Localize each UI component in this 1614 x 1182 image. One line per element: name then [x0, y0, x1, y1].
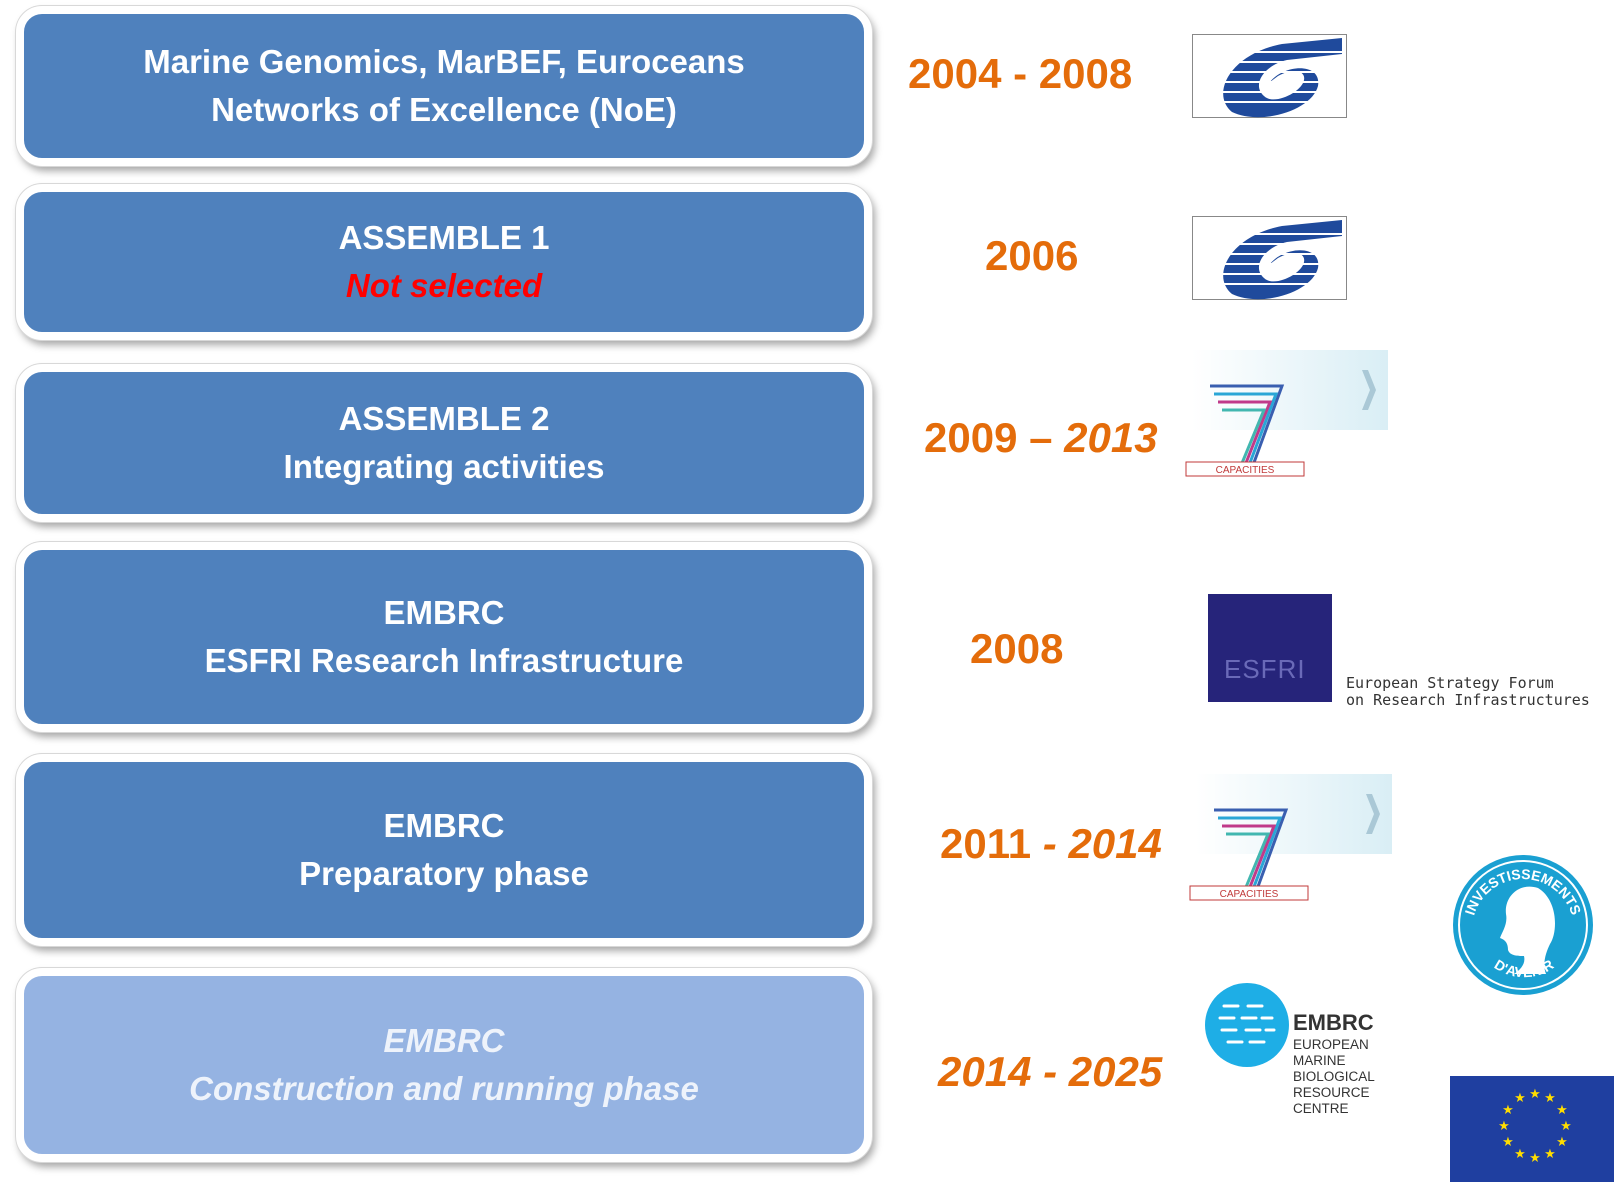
year-assemble2-end: 2013	[1064, 414, 1158, 461]
esfri-caption: European Strategy Forum on Research Infr…	[1346, 675, 1590, 709]
year-assemble2: 2009 – 2013	[924, 414, 1158, 462]
fp6-logo-icon	[1192, 34, 1347, 118]
year-preparatory: 2011 - 2014	[940, 820, 1162, 868]
stage-assemble2-line2: Integrating activities	[283, 448, 605, 485]
stage-embrc-construction: EMBRC Construction and running phase	[16, 968, 872, 1162]
year-assemble2-start: 2009 –	[924, 414, 1065, 461]
stage-assemble1-status: Not selected	[345, 267, 543, 304]
year-assemble1: 2006	[985, 232, 1078, 280]
stage-embrc-esfri-line1: EMBRC	[383, 594, 505, 631]
svg-text:★: ★	[1514, 1091, 1526, 1106]
fp7-caption: CAPACITIES	[1220, 889, 1279, 900]
esfri-logo-icon: ESFRI	[1208, 594, 1332, 702]
svg-text:★: ★	[1502, 1135, 1514, 1150]
svg-text:★: ★	[1502, 1103, 1514, 1118]
embrc-sub-line: CENTRE	[1293, 1101, 1349, 1116]
year-preparatory-end: - 2014	[1042, 820, 1162, 867]
embrc-sub-line: EUROPEAN	[1293, 1037, 1369, 1052]
year-esfri-text: 2008	[970, 625, 1064, 672]
svg-text:★: ★	[1529, 1151, 1541, 1166]
year-preparatory-start: 2011	[940, 820, 1043, 867]
esfri-caption-line1: European Strategy Forum	[1346, 674, 1554, 692]
embrc-logo-icon	[1205, 983, 1289, 1067]
embrc-sub-line: BIOLOGICAL	[1293, 1069, 1375, 1084]
fp7-capacities-logo-icon: CAPACITIES	[1189, 774, 1392, 901]
stage-embrc-preparatory-line2: Preparatory phase	[299, 855, 589, 892]
stage-embrc-construction-line1: EMBRC	[383, 1022, 505, 1059]
stage-noe: Marine Genomics, MarBEF, Euroceans Netwo…	[16, 6, 872, 166]
year-noe-text: 2004 - 2008	[908, 50, 1133, 97]
year-esfri: 2008	[970, 625, 1063, 673]
svg-text:★: ★	[1529, 1087, 1541, 1102]
svg-text:★: ★	[1498, 1119, 1510, 1134]
esfri-caption-line2: on Research Infrastructures	[1346, 691, 1590, 709]
embrc-sub-line: MARINE	[1293, 1053, 1346, 1068]
fp7-capacities-logo-icon: CAPACITIES	[1185, 350, 1388, 477]
svg-text:★: ★	[1544, 1147, 1556, 1162]
year-assemble1-text: 2006	[985, 232, 1079, 279]
svg-text:★: ★	[1560, 1119, 1572, 1134]
fp7-caption: CAPACITIES	[1216, 465, 1275, 476]
stage-embrc-esfri: EMBRC ESFRI Research Infrastructure	[16, 542, 872, 732]
stage-noe-line2: Networks of Excellence (NoE)	[211, 91, 677, 128]
stage-embrc-construction-line2: Construction and running phase	[189, 1070, 699, 1107]
svg-text:★: ★	[1556, 1135, 1568, 1150]
fp6-logo-icon	[1192, 216, 1347, 300]
svg-text:★: ★	[1556, 1103, 1568, 1118]
year-construction: 2014 - 2025	[938, 1048, 1162, 1096]
stage-embrc-preparatory: EMBRC Preparatory phase	[16, 754, 872, 946]
stage-embrc-esfri-line2: ESFRI Research Infrastructure	[204, 642, 684, 679]
stage-embrc-preparatory-line1: EMBRC	[383, 807, 505, 844]
svg-text:★: ★	[1544, 1091, 1556, 1106]
esfri-logo-text: ESFRI	[1224, 654, 1306, 684]
stage-assemble1: ASSEMBLE 1 Not selected	[16, 184, 872, 340]
stage-noe-line1: Marine Genomics, MarBEF, Euroceans	[143, 43, 745, 80]
stage-assemble2: ASSEMBLE 2 Integrating activities	[16, 364, 872, 522]
embrc-sub-line: RESOURCE	[1293, 1085, 1370, 1100]
investissements-avenir-logo-icon: INVESTISSEMENTS D'AVENIR	[1453, 855, 1593, 995]
year-noe: 2004 - 2008	[908, 50, 1132, 98]
embrc-logo-title: EMBRC	[1293, 1010, 1374, 1035]
stage-assemble2-line1: ASSEMBLE 2	[338, 400, 550, 437]
eu-flag-icon: ★★★ ★★ ★★ ★★ ★★★	[1450, 1076, 1614, 1182]
year-construction-text: 2014 - 2025	[938, 1048, 1163, 1095]
svg-text:★: ★	[1514, 1147, 1526, 1162]
stage-assemble1-line1: ASSEMBLE 1	[338, 219, 550, 256]
embrc-logo-subtitle: EUROPEAN MARINE BIOLOGICAL RESOURCE CENT…	[1293, 1037, 1375, 1117]
